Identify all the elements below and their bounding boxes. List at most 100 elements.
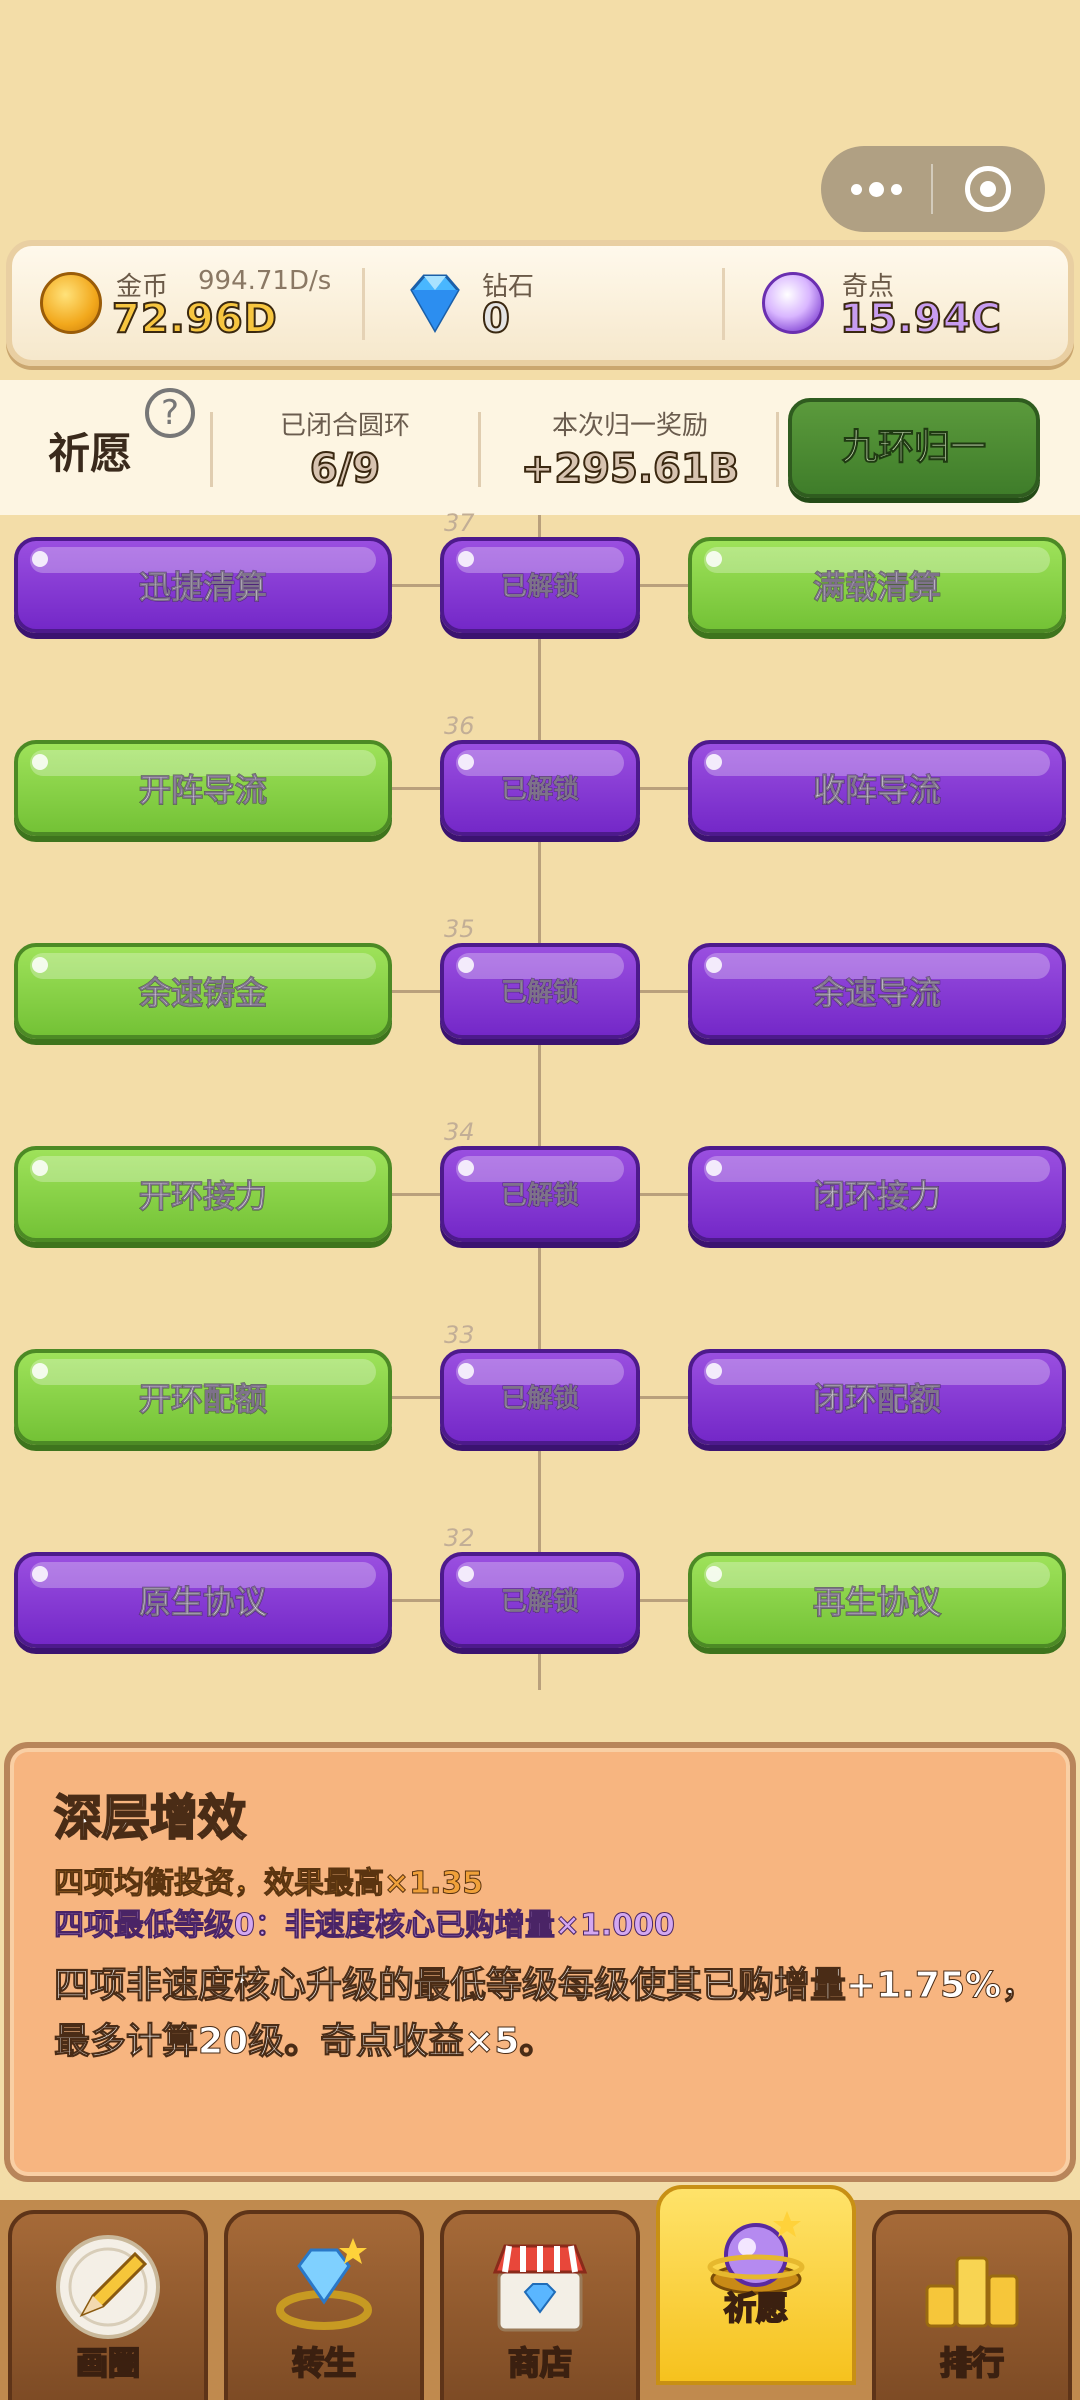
gold-coin-icon [40,272,102,334]
unlocked-status-node[interactable]: 已解锁 [440,1552,640,1648]
connector-line [640,584,688,587]
connector-line [640,990,688,993]
closed-rings-stat: 已闭合圆环 6/9 [250,405,440,493]
wish-title: 祈愿 [48,429,133,478]
podium-icon [917,2232,1027,2346]
gold-value: 72.96D [111,295,278,343]
connector-line [392,1396,440,1399]
left-upgrade-node[interactable]: 开环配额 [14,1349,392,1445]
tree-row: 37 迅捷清算 已解锁 满载清算 [0,509,1080,637]
right-upgrade-node[interactable]: 闭环接力 [688,1146,1066,1242]
tab-wish[interactable]: 祈愿 [656,2185,856,2385]
connector-line [392,787,440,790]
closed-rings-label: 已闭合圆环 [279,411,410,441]
crystal-orb-icon [701,2207,811,2321]
description-title: 深层增效 [53,1789,247,1847]
tab-draw-circle[interactable]: 画圈 [8,2210,208,2400]
upgrade-tree: 37 迅捷清算 已解锁 满载清算 36 开阵导流 已解锁 收阵导流 35 余速铸… [0,509,1080,1695]
diamond-resource: 钻石 0 [372,246,722,360]
right-upgrade-node[interactable]: 闭环配额 [688,1349,1066,1445]
connector-line [392,1193,440,1196]
connector-line [640,1193,688,1196]
close-button[interactable] [933,146,1043,232]
level-number: 34 [444,1118,475,1146]
resource-bar: 金币 994.71D/s 72.96D 钻石 0 奇点 15.94C [6,240,1074,366]
right-upgrade-node[interactable]: 收阵导流 [688,740,1066,836]
description-body: 四项非速度核心升级的最低等级每级使其已购增量+1.75%，最多计算20级。奇点收… [54,1965,1038,2063]
right-upgrade-node[interactable]: 余速导流 [688,943,1066,1039]
unlocked-status-node[interactable]: 已解锁 [440,1349,640,1445]
qidian-value: 15.94C [839,295,1002,343]
qidian-resource: 奇点 15.94C [732,246,1072,360]
tab-rebirth[interactable]: 转生 [224,2210,424,2400]
pencil-icon [53,2232,163,2346]
tab-label: 画圈 [75,2343,141,2383]
level-number: 33 [444,1321,475,1349]
tab-label: 商店 [507,2343,573,2383]
nine-ring-unify-button[interactable]: 九环归一 [788,398,1040,498]
more-menu-button[interactable] [821,146,931,232]
left-upgrade-node[interactable]: 余速铸金 [14,943,392,1039]
closed-rings-value: 6/9 [309,445,381,493]
gold-label: 金币 [116,272,169,302]
diamond-ring-icon [269,2232,379,2346]
connector-line [640,1599,688,1602]
divider [776,412,779,487]
help-icon[interactable]: ? [145,388,195,438]
description-bonus-line: 四项均衡投资，效果最高×1.35 [53,1866,484,1902]
description-panel: 深层增效 四项均衡投资，效果最高×1.35 四项最低等级0：非速度核心已购增量×… [4,1742,1076,2182]
divider [362,268,365,340]
dot-icon [868,181,884,197]
tab-label: 排行 [939,2343,1005,2383]
left-upgrade-node[interactable]: 开环接力 [14,1146,392,1242]
connector-line [392,1599,440,1602]
connector-line [640,787,688,790]
target-icon [965,166,1011,212]
left-upgrade-node[interactable]: 原生协议 [14,1552,392,1648]
unlocked-status-node[interactable]: 已解锁 [440,740,640,836]
reward-label: 本次归一奖励 [551,411,708,441]
tree-row: 34 开环接力 已解锁 闭环接力 [0,1118,1080,1246]
tab-label: 祈愿 [723,2288,789,2328]
divider [722,268,725,340]
shop-icon [485,2232,595,2346]
level-number: 36 [444,712,475,740]
diamond-icon [402,270,468,336]
tree-row: 33 开环配额 已解锁 闭环配额 [0,1321,1080,1449]
divider [478,412,481,487]
right-upgrade-node[interactable]: 再生协议 [688,1552,1066,1648]
reward-stat: 本次归一奖励 +295.61B [510,405,750,493]
level-number: 37 [444,509,475,537]
left-upgrade-node[interactable]: 迅捷清算 [14,537,392,633]
level-number: 32 [444,1524,475,1552]
tree-trunk-line [538,515,541,1690]
description-level-line: 四项最低等级0：非速度核心已购增量×1.000 [54,1908,676,1944]
connector-line [640,1396,688,1399]
tab-ranking[interactable]: 排行 [872,2210,1072,2400]
divider [210,412,213,487]
connector-line [392,990,440,993]
mini-program-capsule [821,146,1045,232]
tab-label: 转生 [291,2343,357,2383]
gold-rate: 994.71D/s [198,266,332,296]
tree-row: 35 余速铸金 已解锁 余速导流 [0,915,1080,1043]
level-number: 35 [444,915,475,943]
right-upgrade-node[interactable]: 满载清算 [688,537,1066,633]
left-upgrade-node[interactable]: 开阵导流 [14,740,392,836]
unlocked-status-node[interactable]: 已解锁 [440,1146,640,1242]
gold-resource: 金币 994.71D/s 72.96D [12,246,362,360]
diamond-value: 0 [481,295,511,343]
unlocked-status-node[interactable]: 已解锁 [440,943,640,1039]
wish-header: 祈愿 ? 已闭合圆环 6/9 本次归一奖励 +295.61B 九环归一 [0,380,1080,515]
dot-icon [890,183,902,195]
bottom-nav: 画圈 转生 商店 祈愿 排行 [0,2185,1080,2400]
dot-icon [850,183,862,195]
qidian-label: 奇点 [842,272,895,302]
tab-shop[interactable]: 商店 [440,2210,640,2400]
singularity-orb-icon [762,272,824,334]
diamond-label: 钻石 [482,272,535,302]
tree-row: 36 开阵导流 已解锁 收阵导流 [0,712,1080,840]
tree-row: 32 原生协议 已解锁 再生协议 [0,1524,1080,1652]
unlocked-status-node[interactable]: 已解锁 [440,537,640,633]
capsule-divider [931,164,933,214]
